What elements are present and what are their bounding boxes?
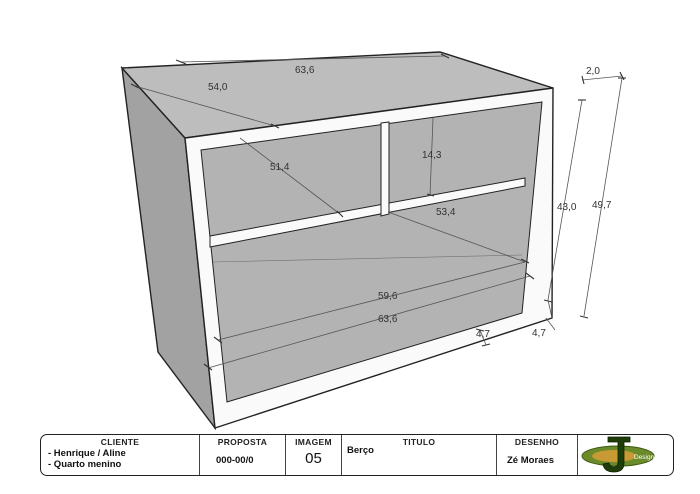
titulo-value: Berço bbox=[347, 445, 374, 456]
imagem-value: 05 bbox=[305, 450, 322, 467]
title-block: CLIENTE - Henrique / Aline - Quarto meni… bbox=[40, 434, 674, 476]
cavity-floor-edge bbox=[212, 254, 523, 263]
cavity-back bbox=[200, 101, 543, 403]
shelf bbox=[209, 177, 526, 248]
divider bbox=[380, 121, 390, 217]
proposta-value: 000-00/0 bbox=[216, 455, 254, 466]
jd-logo-icon: Design bbox=[581, 436, 655, 473]
desenho-label: DESENHO bbox=[514, 437, 560, 447]
dim-width-bottom: 63,6 bbox=[378, 314, 398, 325]
dim-base-front: 4,7 bbox=[476, 329, 490, 340]
imagem-cell: IMAGEM 05 bbox=[286, 435, 341, 475]
dim-depth-top: 54,0 bbox=[208, 82, 228, 93]
dim-side-thickness: 2,0 bbox=[586, 66, 600, 77]
dim-upper-space: 14,3 bbox=[422, 150, 442, 161]
dimension-lines bbox=[130, 53, 626, 371]
dim-inner-width: 59,6 bbox=[378, 291, 398, 302]
dim-width-top: 63,6 bbox=[295, 65, 315, 76]
cliente-line1: - Henrique / Aline bbox=[48, 448, 126, 459]
proposta-label: PROPOSTA bbox=[217, 437, 268, 447]
proposta-cell: PROPOSTA 000-00/0 bbox=[200, 435, 285, 475]
imagem-label: IMAGEM bbox=[295, 437, 332, 447]
desenho-value: Zé Moraes bbox=[507, 455, 554, 466]
dim-inner-height: 43,0 bbox=[557, 202, 577, 213]
dim-total-height: 49,7 bbox=[592, 200, 612, 211]
cliente-line2: - Quarto menino bbox=[48, 459, 122, 470]
desenho-cell: DESENHO Zé Moraes bbox=[497, 435, 577, 475]
titulo-label: TITULO bbox=[402, 437, 436, 447]
titulo-cell: TITULO Berço bbox=[342, 435, 496, 475]
cliente-cell: CLIENTE - Henrique / Aline - Quarto meni… bbox=[41, 435, 199, 475]
cliente-label: CLIENTE bbox=[100, 437, 140, 447]
furniture-drawing: 63,6 54,0 2,0 43,0 49,7 51,4 14,3 53,4 5… bbox=[120, 51, 626, 430]
logo-cell: Design bbox=[578, 435, 673, 475]
dim-inner-depth: 51,4 bbox=[270, 162, 290, 173]
logo-text: Design bbox=[634, 454, 655, 461]
dim-shelf-depth: 53,4 bbox=[436, 207, 456, 218]
dim-base-side: 4,7 bbox=[532, 328, 546, 339]
